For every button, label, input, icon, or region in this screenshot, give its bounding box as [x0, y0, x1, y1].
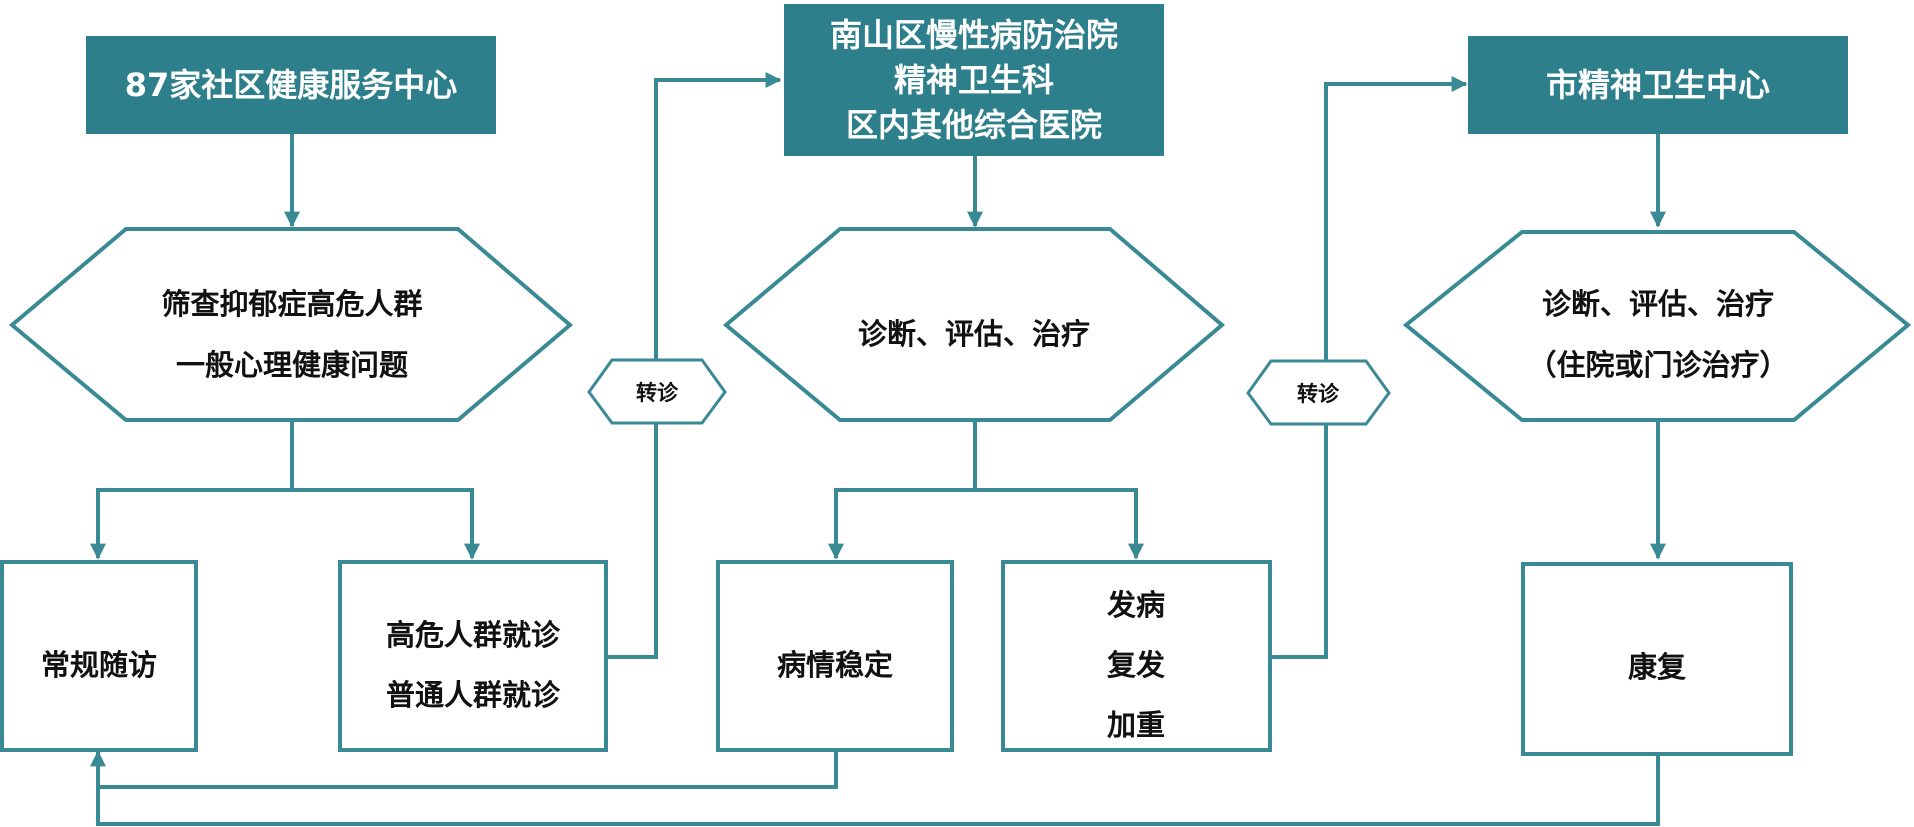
arrow-stable-to-followup: [90, 750, 838, 789]
hexagon-screening-line2: 一般心理健康问题: [176, 348, 408, 382]
header-community: 87家社区健康服务中心: [86, 36, 496, 134]
visit-line1: 高危人群就诊: [386, 618, 561, 652]
hexagon-screening-line1: 筛查抑郁症高危人群: [161, 287, 422, 321]
connectors: [90, 72, 1666, 826]
hexagon-diagnosis-mid: 诊断、评估、治疗: [722, 227, 1226, 422]
referral-left-label: 转诊: [636, 381, 679, 405]
arrow-screening-to-visit: [292, 488, 480, 560]
box-visit: 高危人群就诊 普通人群就诊: [338, 560, 608, 752]
header-district: 南山区慢性病防治院 精神卫生科 区内其他综合医院: [784, 4, 1164, 156]
referral-tag-left: 转诊: [587, 358, 727, 425]
routine-followup-label: 常规随访: [41, 648, 157, 682]
box-routine-followup: 常规随访: [0, 560, 198, 752]
referral-tag-right: 转诊: [1246, 359, 1391, 426]
arrow-diagnosis-to-stable: [828, 422, 977, 560]
hexagon-screening: 筛查抑郁症高危人群 一般心理健康问题: [8, 227, 574, 422]
stable-label: 病情稳定: [777, 648, 893, 682]
header-district-line3: 区内其他综合医院: [846, 106, 1102, 144]
visit-line2: 普通人群就诊: [386, 678, 561, 712]
arrow-diagnosis-to-onset: [975, 488, 1144, 560]
line-recovery-to-followup: [96, 752, 1660, 826]
arrow-screening-to-followup: [90, 422, 294, 560]
header-city-label: 市精神卫生中心: [1546, 66, 1770, 104]
referral-right-label: 转诊: [1297, 382, 1340, 406]
onset-line3: 加重: [1107, 708, 1165, 742]
hexagon-diagnosis-right: 诊断、评估、治疗 （住院或门诊治疗）: [1402, 230, 1912, 422]
onset-line2: 复发: [1107, 648, 1165, 682]
header-community-label: 87家社区健康服务中心: [125, 66, 458, 104]
hexagon-diagnosis-right-line2: （住院或门诊治疗）: [1527, 348, 1788, 382]
box-onset: 发病 复发 加重: [1001, 560, 1272, 752]
onset-line1: 发病: [1106, 588, 1165, 622]
box-stable: 病情稳定: [716, 560, 954, 752]
header-district-line2: 精神卫生科: [894, 61, 1054, 99]
box-recovery: 康复: [1521, 562, 1793, 756]
hexagon-diagnosis-right-line1: 诊断、评估、治疗: [1542, 287, 1774, 321]
recovery-label: 康复: [1628, 650, 1686, 684]
hexagon-diagnosis-mid-label: 诊断、评估、治疗: [858, 317, 1090, 351]
header-district-line1: 南山区慢性病防治院: [830, 16, 1118, 54]
header-city: 市精神卫生中心: [1468, 36, 1848, 134]
